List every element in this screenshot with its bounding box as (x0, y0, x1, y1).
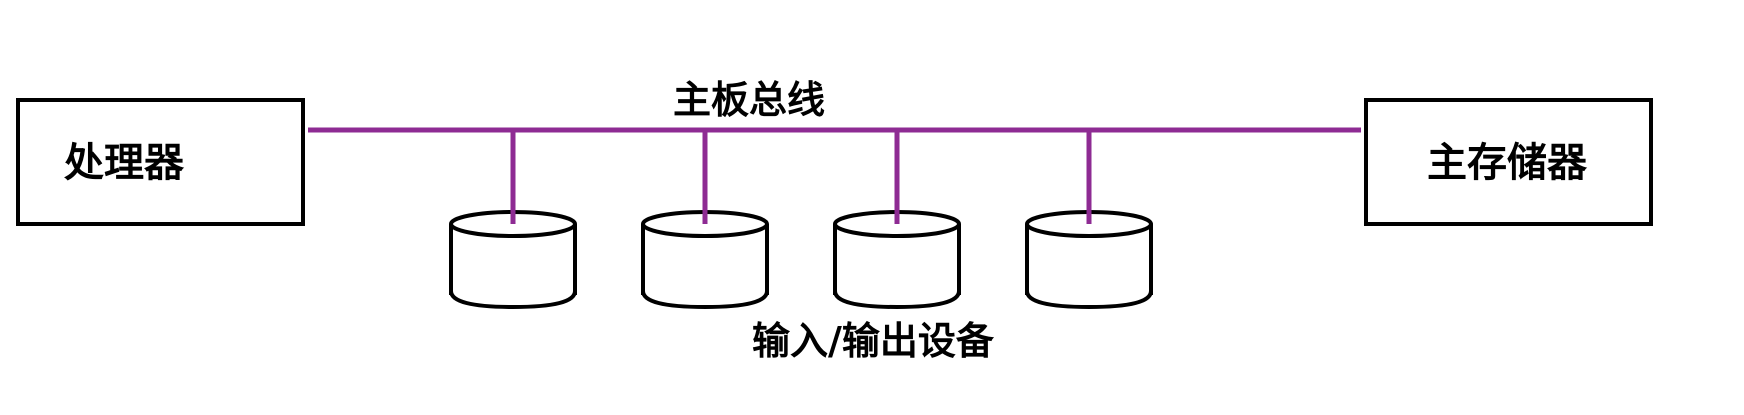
io-device-2 (641, 130, 769, 310)
main-memory-node: 主存储器 (1364, 98, 1653, 226)
main-memory-label: 主存储器 (1427, 140, 1588, 186)
drum-bottom (1025, 290, 1153, 310)
bus-label: 主板总线 (673, 78, 825, 122)
processor-node: 处理器 (16, 98, 305, 226)
io-devices-group (449, 130, 1153, 310)
drum-bottom (641, 290, 769, 310)
io-device-1 (449, 130, 577, 310)
drum-bottom (833, 290, 961, 310)
io-devices-label: 输入/输出设备 (752, 319, 995, 363)
drum-bottom (449, 290, 577, 310)
io-device-4 (1025, 130, 1153, 310)
io-device-3 (833, 130, 961, 310)
processor-label: 处理器 (64, 140, 185, 186)
